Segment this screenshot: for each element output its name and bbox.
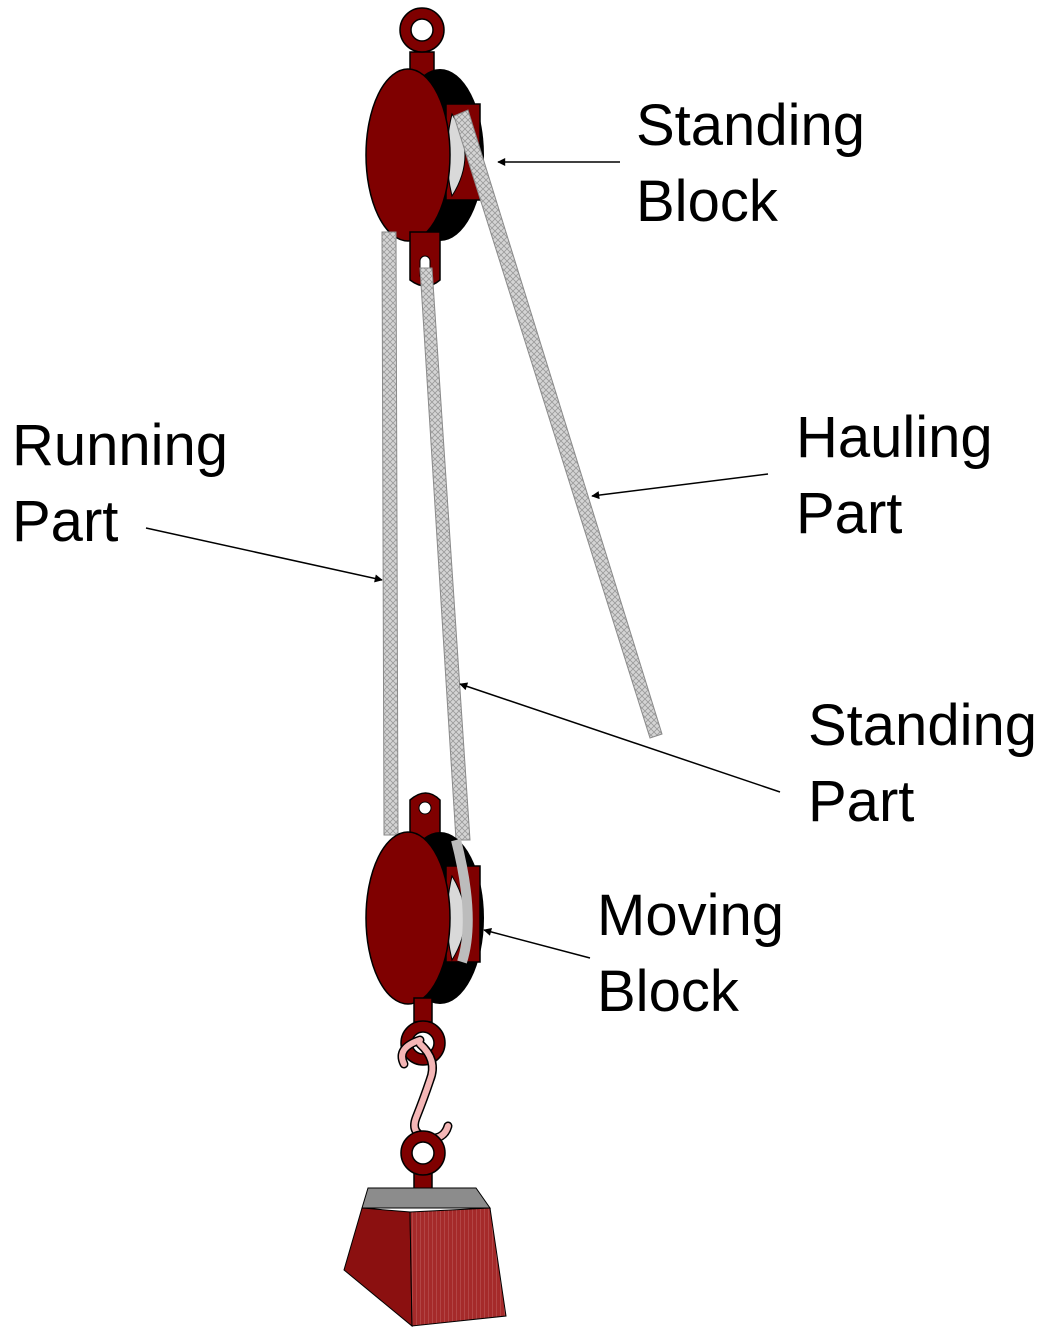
label-moving-block-line1: Moving: [597, 883, 784, 948]
arrow-standing-part: [459, 682, 781, 793]
standing-part-rope: [419, 267, 471, 841]
label-moving-block-line2: Block: [597, 959, 739, 1024]
label-standing-block: Standing Block: [636, 88, 865, 240]
running-part-rope: [381, 231, 399, 836]
label-running-part: Running Part: [12, 408, 228, 560]
leader-arrows: [145, 158, 781, 959]
label-hauling-part-line2: Part: [796, 481, 903, 546]
label-hauling-part: Hauling Part: [796, 400, 993, 552]
arrow-moving-block: [483, 927, 591, 959]
label-standing-part: Standing Part: [808, 688, 1037, 840]
moving-block: [365, 792, 484, 1066]
arrow-running-part: [145, 527, 383, 583]
label-standing-part-line2: Part: [808, 769, 915, 834]
rope: [381, 109, 663, 841]
label-standing-part-line1: Standing: [808, 693, 1037, 758]
moving-block-top-eye: [409, 792, 441, 841]
arrow-hauling-part: [591, 473, 769, 500]
label-standing-block-line2: Block: [636, 169, 778, 234]
hauling-part-rope: [453, 109, 663, 739]
label-running-part-line1: Running: [12, 413, 229, 478]
label-moving-block: Moving Block: [597, 878, 784, 1030]
weight: [343, 1130, 507, 1328]
label-running-part-line2: Part: [12, 489, 119, 554]
moving-block-bottom-eye: [400, 997, 446, 1066]
label-standing-block-line1: Standing: [636, 93, 865, 158]
label-hauling-part-line1: Hauling: [796, 405, 993, 470]
